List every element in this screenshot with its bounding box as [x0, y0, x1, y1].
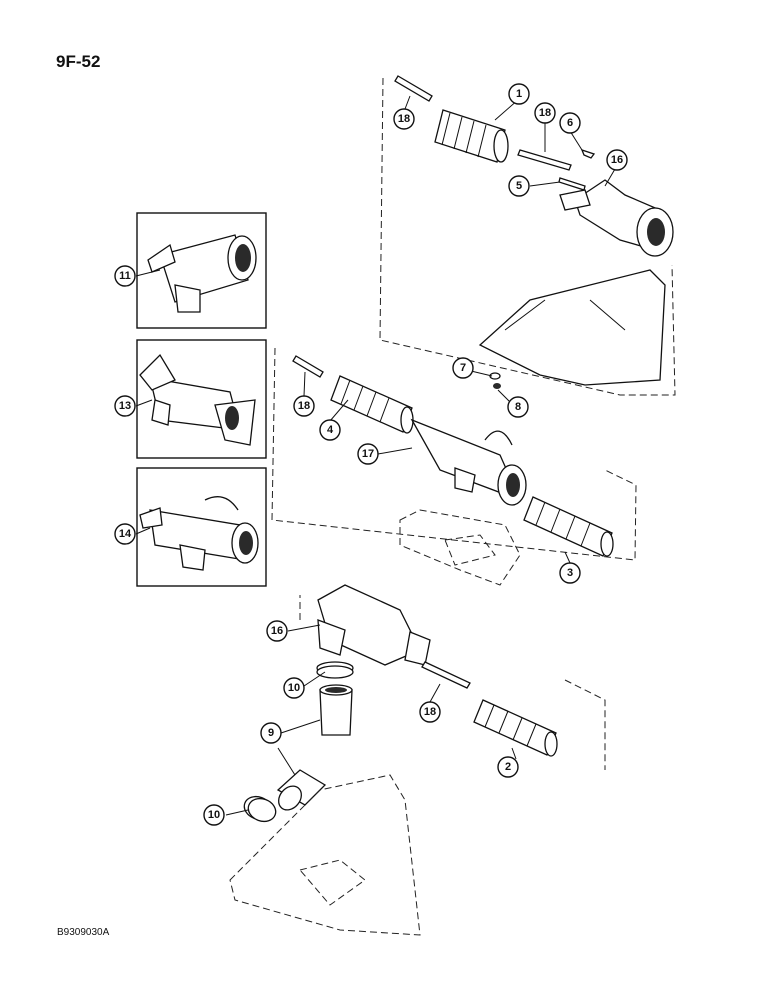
roller-3: [523, 496, 614, 557]
roller-4: [330, 375, 414, 434]
svg-text:14: 14: [119, 528, 132, 540]
svg-text:1: 1: [516, 88, 522, 100]
pin-18-mid-upper: [517, 149, 572, 171]
callout-16: 16: [606, 149, 628, 171]
inset-box-13: [136, 339, 267, 459]
bracket-upper: [478, 269, 666, 386]
callout-4: 4: [319, 419, 341, 441]
pin-18-middle: [292, 355, 324, 378]
callout-10: 10: [203, 804, 225, 826]
coupler-9-angled: [276, 769, 327, 811]
clamp-10-upper: [316, 661, 354, 679]
callout-8: 8: [507, 396, 529, 418]
callout-2: 2: [497, 756, 519, 778]
svg-text:18: 18: [539, 107, 551, 119]
housing-16-upper: [559, 179, 674, 257]
svg-text:5: 5: [516, 180, 522, 192]
screw-6: [580, 148, 596, 159]
callout-18: 18: [393, 108, 415, 130]
callout-17: 17: [357, 443, 379, 465]
svg-text:10: 10: [288, 682, 300, 694]
svg-text:8: 8: [515, 401, 521, 413]
roller-1: [434, 109, 509, 163]
inset-box-11: [136, 212, 267, 329]
middle-group-outline: [271, 347, 637, 561]
bracket-middle: [399, 509, 521, 586]
housing-17: [410, 418, 527, 506]
svg-text:16: 16: [611, 154, 623, 166]
svg-text:3: 3: [567, 567, 573, 579]
svg-text:9: 9: [268, 727, 274, 739]
callout-18: 18: [419, 701, 441, 723]
svg-text:13: 13: [119, 400, 131, 412]
callout-14: 14: [114, 523, 136, 545]
coupler-9-straight: [319, 684, 353, 736]
callout-10: 10: [283, 677, 305, 699]
svg-text:16: 16: [271, 625, 283, 637]
svg-text:18: 18: [424, 706, 436, 718]
svg-text:10: 10: [208, 809, 220, 821]
leader-lines: [135, 95, 616, 816]
housing-16-lower: [317, 584, 431, 666]
lower-group-outline: [299, 595, 606, 770]
svg-text:18: 18: [298, 400, 310, 412]
housing-variant-13: [139, 353, 256, 446]
callout-18: 18: [534, 102, 556, 124]
callout-1: 1: [508, 83, 530, 105]
housing-variant-11: [147, 234, 257, 313]
pin-18-lower: [421, 661, 471, 689]
page-number: 9F-52: [56, 52, 101, 71]
pin-18-upper: [394, 75, 433, 102]
svg-text:6: 6: [567, 117, 573, 129]
roller-2: [473, 699, 558, 757]
housing-variant-14: [139, 496, 259, 571]
svg-text:11: 11: [119, 270, 131, 282]
callout-13: 13: [114, 395, 136, 417]
callout-5: 5: [508, 175, 530, 197]
drawing-code: B9309030A: [57, 927, 110, 938]
upper-group-outline: [379, 77, 676, 396]
callout-6: 6: [559, 112, 581, 134]
inset-box-14: [136, 467, 267, 587]
svg-text:2: 2: [505, 761, 511, 773]
callout-7: 7: [452, 357, 474, 379]
svg-text:7: 7: [460, 362, 466, 374]
callout-18: 18: [293, 395, 315, 417]
svg-text:18: 18: [398, 113, 410, 125]
svg-text:4: 4: [327, 424, 334, 436]
nut-7-8: [489, 372, 501, 389]
clamp-10-lower: [243, 795, 277, 823]
callout-16: 16: [266, 620, 288, 642]
svg-text:17: 17: [362, 448, 374, 460]
pin-5: [558, 177, 586, 191]
callout-9: 9: [260, 722, 282, 744]
callout-11: 11: [114, 265, 136, 287]
callout-3: 3: [559, 562, 581, 584]
bracket-lower: [229, 774, 421, 936]
